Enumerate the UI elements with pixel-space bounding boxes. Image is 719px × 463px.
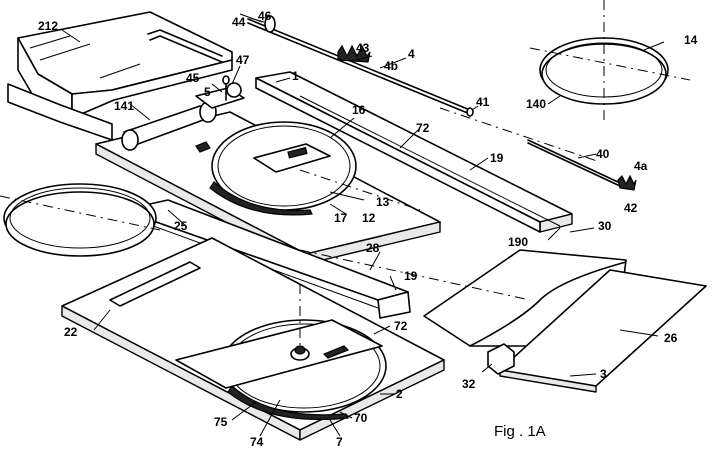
label-26: 26 [664, 331, 678, 345]
label-212: 212 [38, 19, 58, 33]
label-7: 7 [336, 435, 343, 449]
label-41: 41 [476, 95, 490, 109]
label-43: 43 [356, 41, 370, 55]
label-141: 141 [114, 99, 134, 113]
label-4: 4 [408, 47, 415, 61]
label-72b: 72 [394, 319, 408, 333]
rail-1 [255, 71, 573, 233]
label-12: 12 [362, 211, 376, 225]
label-47: 47 [236, 53, 250, 67]
label-72a: 72 [416, 121, 430, 135]
label-13: 13 [376, 195, 390, 209]
center-lines [299, 107, 601, 350]
label-1: 1 [292, 69, 299, 83]
label-25: 25 [174, 219, 188, 233]
ring-25 [0, 183, 161, 257]
motor-141 [121, 75, 245, 153]
label-40: 40 [596, 147, 610, 161]
figure-caption: Fig . 1A [494, 423, 546, 440]
label-2: 2 [396, 387, 403, 401]
label-32: 32 [462, 377, 476, 391]
hood-cover-212 [7, 11, 233, 141]
label-190: 190 [508, 235, 528, 249]
label-5: 5 [204, 85, 211, 99]
label-4b: 4b [384, 59, 398, 73]
label-45: 45 [186, 71, 200, 85]
panel-26 [499, 269, 707, 393]
reference-numerals: 212 44 46 43 4 4b 47 45 5 1 41 141 16 72… [38, 9, 698, 449]
label-140: 140 [526, 97, 546, 111]
leader-lines [61, 17, 665, 437]
label-19b: 19 [404, 269, 418, 283]
label-70: 70 [354, 411, 368, 425]
label-28: 28 [366, 241, 380, 255]
label-16: 16 [352, 103, 366, 117]
rod-40 [527, 139, 637, 191]
label-17: 17 [334, 211, 348, 225]
rod-assembly-4 [239, 13, 474, 117]
label-14: 14 [684, 33, 698, 47]
label-3: 3 [600, 367, 607, 381]
label-22: 22 [64, 325, 78, 339]
table-plate-2 [61, 237, 445, 441]
label-46: 46 [258, 9, 272, 23]
label-4a: 4a [634, 159, 648, 173]
ring-14 [529, 0, 691, 120]
label-19a: 19 [490, 151, 504, 165]
clip-32 [487, 343, 515, 375]
label-75: 75 [214, 415, 228, 429]
label-30: 30 [598, 219, 612, 233]
label-74: 74 [250, 435, 264, 449]
label-44: 44 [232, 15, 246, 29]
label-42: 42 [624, 201, 638, 215]
